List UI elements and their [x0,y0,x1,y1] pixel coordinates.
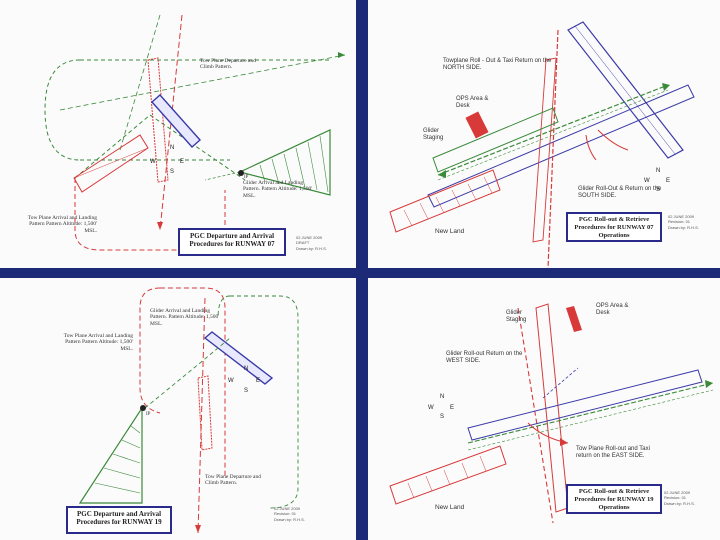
compass-n: N [656,168,661,174]
compass-s: S [440,414,445,420]
panel-runway-07-rollout: Towplane Roll - Out & Taxi Return on the… [368,0,720,268]
label-tow-rollout: Tow Plane Roll-out and Taxi return on th… [576,446,650,459]
compass-n: N [244,366,249,372]
panel-runway-07-departure-arrival: Tow Plane Departure and Climb Pattern. G… [0,0,356,268]
stamp-line: Drawn by: R.H.S. [296,245,327,251]
label-glider-rollout: Glider Roll-out Return on the WEST SIDE. [446,351,523,364]
label-tow-departure: Tow Plane Departure and Climb Pattern. [205,474,261,487]
drawing-stamp: 02 JUNE 2009 DRAFT Drawn by: R.H.S. [296,235,327,251]
compass-e: E [180,159,185,165]
diagram-runway-19-patterns [78,287,299,534]
label-glider-staging: Glider Staging [423,128,444,141]
stamp-line: DRAFT [296,240,310,246]
label-glider-arrival: Glider Arrival and Landing Pattern. Patt… [150,308,220,327]
compass-w: W [228,378,234,384]
compass-e: E [450,405,455,411]
compass-w: W [428,405,434,411]
stamp-line: 02 JUNE 2009 [274,506,301,511]
stamp-line: Revision: 01 [664,495,687,501]
compass-e: E [256,378,261,384]
compass-rose: N W E S [150,145,190,177]
panel-title: PGC Roll-out & Retrieve Procedures for R… [566,484,662,514]
diagram-runway-07-patterns [44,14,346,251]
compass-s: S [656,187,661,193]
label-tow-arrival: Tow Plane Arrival and Landing Pattern Pa… [27,215,97,234]
panel-title: PGC Departure and Arrival Procedures for… [66,506,172,534]
stamp-line: 02 JUNE 2009 [664,490,691,495]
label-ip: IP [146,412,151,417]
label-tow-arrival: Tow Plane Arrival and Landing Pattern Pa… [63,333,133,352]
compass-rose: N W E S [428,394,458,422]
stamp-line: Drawn by: R.H.S. [668,224,699,230]
compass-w: W [150,159,156,165]
label-towplane-rollout: Towplane Roll - Out & Taxi Return on the… [443,58,552,71]
panel-runway-19-rollout: OPS Area & Desk Glider Staging Glider Ro… [368,278,720,540]
label-ops-area: OPS Area & Desk [596,303,629,316]
label-glider-staging: Glider Staging [506,310,527,323]
compass-e: E [666,178,671,184]
stamp-line: 02 JUNE 2009 [668,214,695,219]
label-ops-area: OPS Area & Desk [456,96,489,109]
compass-rose: N W E S [644,168,674,194]
label-tow-departure: Tow Plane Departure and Climb Pattern. [200,58,256,71]
compass-s: S [244,388,249,394]
compass-s: S [170,169,175,175]
compass-n: N [170,145,175,151]
stamp-line: 02 JUNE 2009 [296,235,323,240]
drawing-stamp: 02 JUNE 2009 Revision: 01 Drawn by: R.H.… [664,490,695,506]
label-new-land: New Land [435,504,465,511]
diagram-runway-07-rollout [389,21,695,268]
compass-w: W [644,178,650,184]
stamp-line: Revision: 01 [668,219,691,225]
compass-rose: N W E S [228,366,264,396]
panel-title: PGC Roll-out & Retrieve Procedures for R… [566,212,662,242]
stamp-line: Revision: 01 [274,511,297,517]
drawing-stamp: 02 JUNE 2009 Revision: 01 Drawn by: R.H.… [274,506,305,522]
stamp-line: Drawn by: R.H.S. [664,500,695,506]
compass-n: N [440,394,445,400]
panel-title: PGC Departure and Arrival Procedures for… [178,228,286,256]
label-new-land: New Land [435,228,465,235]
panel-runway-19-departure-arrival: Glider Arrival and Landing Pattern. Patt… [0,278,356,540]
stamp-line: Drawn by: R.H.S. [274,516,305,522]
drawing-stamp: 02 JUNE 2009 Revision: 01 Drawn by: R.H.… [668,214,699,230]
label-glider-rollout: Glider Roll-Out & Return on the SOUTH SI… [578,186,662,199]
label-glider-arrival: Glider Arrival and Landing Pattern. Patt… [243,180,313,199]
label-ip: IP [244,175,249,180]
